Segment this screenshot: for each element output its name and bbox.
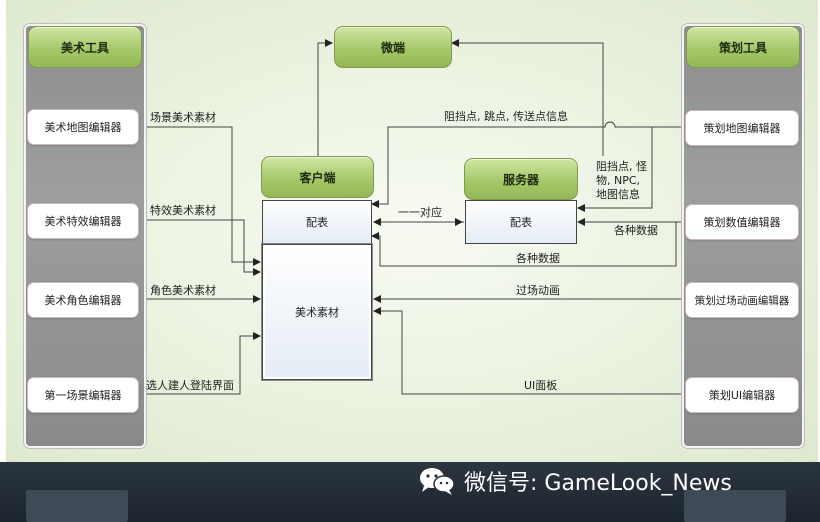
login-screen-line (139, 332, 261, 395)
microterminal-node[interactable]: 微端 (334, 26, 452, 68)
label-scene-art: 场景美术素材 (150, 111, 216, 124)
ui-panel-line (373, 307, 684, 395)
art-map-editor[interactable]: 美术地图编辑器 (27, 109, 139, 145)
scene-art-line (139, 126, 261, 266)
art-role-editor[interactable]: 美术角色编辑器 (27, 282, 139, 318)
label-one-to-one: 一一对应 (398, 206, 442, 219)
label-various-data-server: 各种数据 (614, 224, 658, 237)
design-value-editor[interactable]: 策划数值编辑器 (685, 204, 799, 240)
footer-strip-right (684, 490, 786, 522)
various-data-client-line (371, 221, 684, 267)
footer-strip-left (26, 490, 128, 522)
server-config-table[interactable]: 配表 (465, 200, 577, 244)
server-to-microterminal-line (451, 39, 604, 156)
wechat-icon (420, 468, 455, 495)
label-block-info: 阻挡点, 跳点, 传送点信息 (444, 110, 568, 123)
client-config-table[interactable]: 配表 (262, 200, 372, 244)
design-cutscene-editor[interactable]: 策划过场动画编辑器 (685, 282, 799, 318)
label-various-data-client: 各种数据 (516, 252, 560, 265)
client-node[interactable]: 客户端 (261, 156, 374, 198)
wechat-watermark: 微信号: GameLook_News (418, 464, 732, 498)
design-tools-header: 策划工具 (686, 26, 800, 68)
connector-lines (139, 39, 684, 395)
server-map-info-line (577, 126, 684, 212)
art-tools-header: 美术工具 (28, 26, 142, 68)
label-login-screen: 选人建人登陆界面 (146, 379, 234, 392)
footer-bar (0, 462, 820, 522)
server-node[interactable]: 服务器 (464, 158, 578, 200)
label-role-art: 角色美术素材 (150, 284, 216, 297)
block-info-line (371, 121, 684, 208)
art-effect-editor[interactable]: 美术特效编辑器 (27, 203, 139, 239)
watermark-text: 微信号: GameLook_News (464, 471, 732, 496)
first-scene-editor[interactable]: 第一场景编辑器 (27, 377, 139, 413)
label-cutscene: 过场动画 (516, 284, 560, 297)
effect-art-line (139, 219, 261, 276)
client-to-microterminal-line (317, 39, 333, 156)
design-map-editor[interactable]: 策划地图编辑器 (685, 110, 799, 146)
label-ui-panel: UI面板 (524, 379, 558, 392)
label-effect-art: 特效美术素材 (150, 204, 216, 217)
design-ui-editor[interactable]: 策划UI编辑器 (685, 377, 799, 413)
art-assets-box[interactable]: 美术素材 (262, 244, 372, 380)
label-server-map-info: 阻挡点, 怪物, NPC, 地图信息 (596, 160, 647, 201)
